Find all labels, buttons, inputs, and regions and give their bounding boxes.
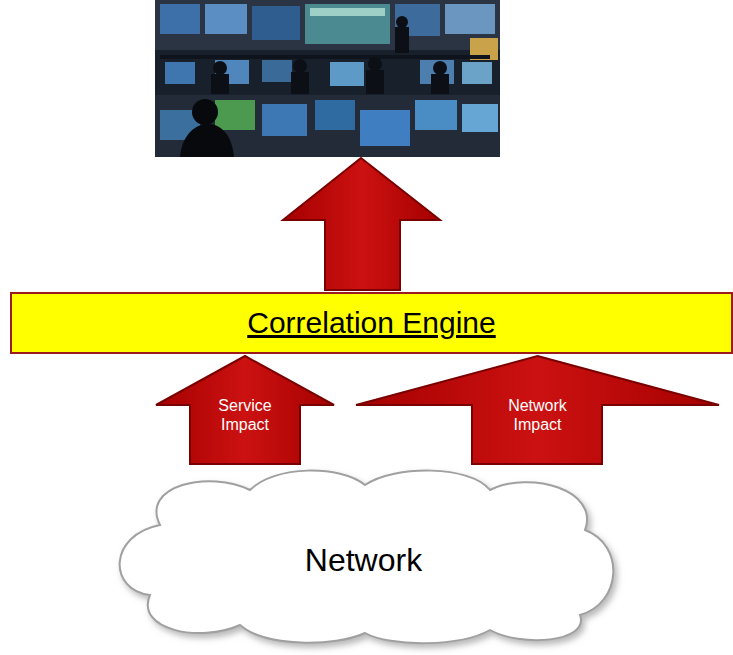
arrow-label: Network Impact [498, 396, 578, 434]
band-fill [11, 293, 732, 353]
engine-band: Correlation Engine [10, 292, 733, 354]
up-arrow [283, 158, 440, 290]
impact-arrow: Service Impact [155, 355, 335, 465]
engine-label: Correlation Engine [10, 305, 733, 341]
arrow-fill [356, 356, 719, 464]
arrow-fill [156, 356, 334, 464]
impact-arrow: Network Impact [355, 355, 720, 465]
control-room-photo [155, 0, 500, 157]
arrow-label: Service Impact [205, 396, 285, 434]
network-cloud: Network [100, 465, 627, 650]
cloud-label: Network [100, 541, 627, 579]
